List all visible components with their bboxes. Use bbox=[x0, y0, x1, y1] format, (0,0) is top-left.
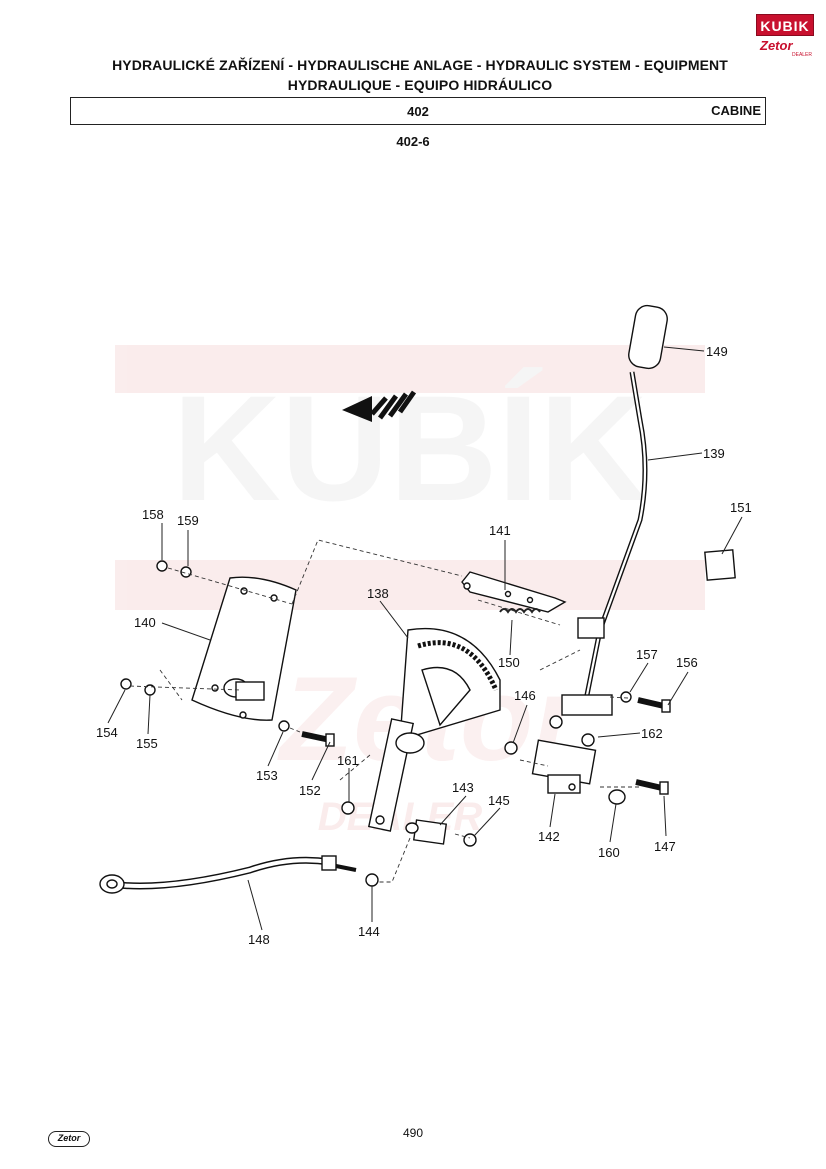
callout-150: 150 bbox=[498, 655, 520, 670]
lever-part bbox=[561, 304, 668, 716]
callout-146: 146 bbox=[514, 688, 536, 703]
control-rod-part bbox=[99, 855, 357, 894]
section-number: 402 bbox=[407, 104, 429, 119]
pivot-bracket-part bbox=[531, 715, 597, 794]
callout-158: 158 bbox=[142, 507, 164, 522]
callout-138: 138 bbox=[367, 586, 389, 601]
logo-dealer-text: DEALER bbox=[792, 52, 813, 58]
title-line-1: HYDRAULICKÉ ZAŘÍZENÍ - HYDRAULISCHE ANLA… bbox=[112, 57, 728, 73]
callout-148: 148 bbox=[248, 932, 270, 947]
watermark-text: KUBÍK bbox=[173, 364, 648, 532]
callout-159: 159 bbox=[177, 513, 199, 528]
callout-140: 140 bbox=[134, 615, 156, 630]
zetor-footer-logo: Zetor bbox=[48, 1131, 90, 1147]
callout-139: 139 bbox=[703, 446, 725, 461]
callout-153: 153 bbox=[256, 768, 278, 783]
callout-154: 154 bbox=[96, 725, 118, 740]
cover-part bbox=[704, 549, 736, 581]
leader-lines bbox=[107, 346, 743, 931]
mounting-plate-part bbox=[191, 576, 297, 721]
callout-151: 151 bbox=[730, 500, 752, 515]
callout-147: 147 bbox=[654, 839, 676, 854]
section-name: CABINE bbox=[711, 103, 761, 118]
callout-145: 145 bbox=[488, 793, 510, 808]
link-part bbox=[405, 819, 448, 845]
watermark: KUBÍK Zetor DEALER bbox=[115, 345, 705, 839]
direction-arrow-icon bbox=[342, 390, 417, 422]
section-box: 402 CABINE bbox=[70, 97, 766, 125]
watermark-sub: DEALER bbox=[318, 795, 483, 839]
callout-144: 144 bbox=[358, 924, 380, 939]
quadrant-part bbox=[367, 627, 501, 832]
callout-162: 162 bbox=[641, 726, 663, 741]
logo-zetor-text: Zetor bbox=[760, 38, 793, 53]
callout-142: 142 bbox=[538, 829, 560, 844]
callout-143: 143 bbox=[452, 780, 474, 795]
figure-number: 402-6 bbox=[396, 134, 430, 149]
callout-156: 156 bbox=[676, 655, 698, 670]
assembly-lines bbox=[129, 539, 640, 883]
callout-152: 152 bbox=[299, 783, 321, 798]
title-line-2: HYDRAULIQUE - EQUIPO HIDRÁULICO bbox=[287, 77, 553, 93]
page-number: 490 bbox=[402, 1126, 424, 1140]
logo-kubik-text: KUBIK bbox=[756, 14, 814, 36]
callout-141: 141 bbox=[489, 523, 511, 538]
callout-155: 155 bbox=[136, 736, 158, 751]
hardware bbox=[120, 560, 671, 887]
callout-161: 161 bbox=[337, 753, 359, 768]
bracket-spring-part bbox=[461, 571, 567, 626]
callout-labels: 149 139 151 141 158 159 138 140 150 157 … bbox=[96, 344, 752, 947]
callout-160: 160 bbox=[598, 845, 620, 860]
callout-149: 149 bbox=[706, 344, 728, 359]
kubik-logo: KUBIK Zetor DEALER bbox=[756, 14, 814, 60]
callout-157: 157 bbox=[636, 647, 658, 662]
